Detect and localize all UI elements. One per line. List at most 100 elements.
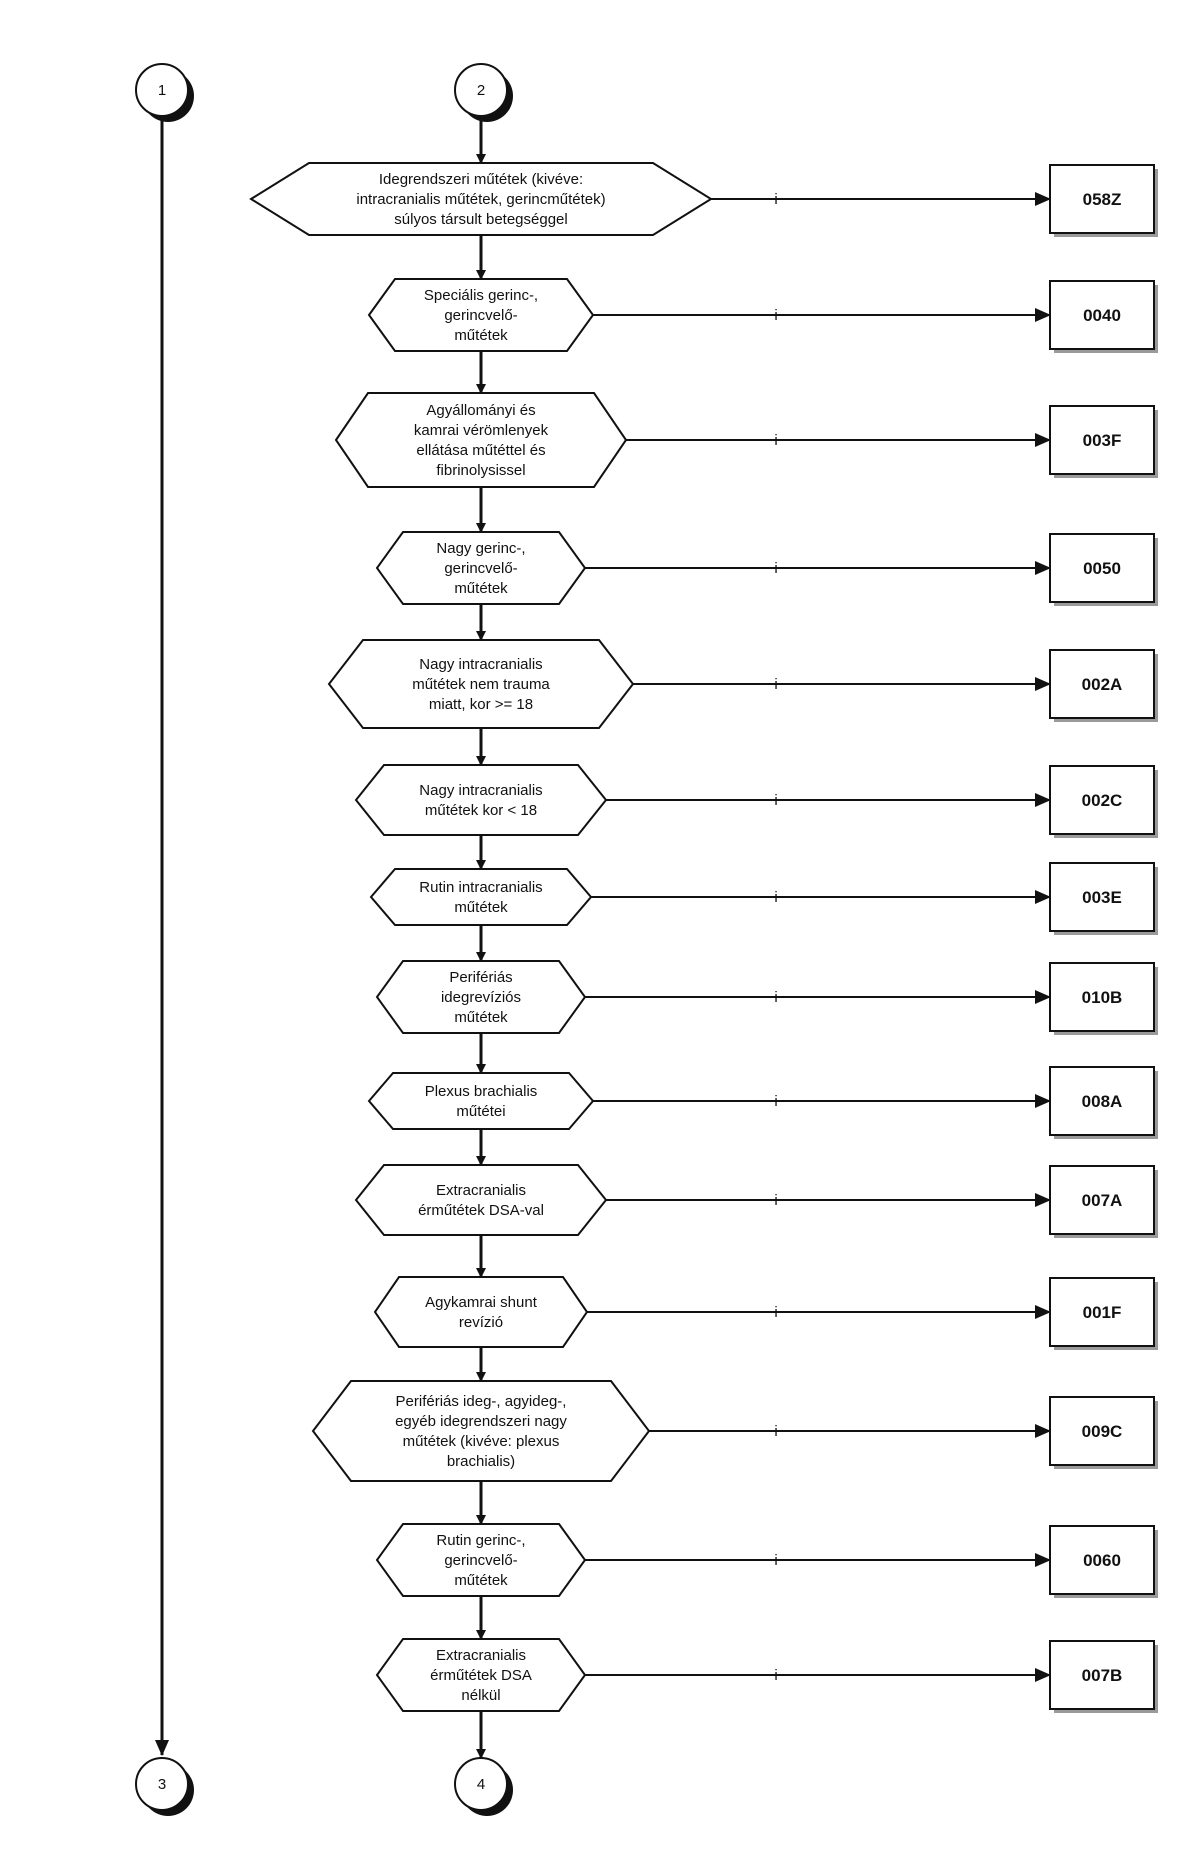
decision-text-line: súlyos társult betegséggel [394,211,567,228]
code-box [1049,164,1155,234]
drg-code: 0040 [1083,306,1121,325]
decision-hexagon [354,764,608,836]
decision-step: Nagy gerinc-, gerincvelő-műtétek i 0050 [375,531,1158,606]
edge-label: i [774,432,777,449]
decision-text-line: revízió [459,1314,503,1331]
decision-text-line: Rutin intracranialis [419,879,542,896]
decision-text-line: műtétek kor < 18 [425,802,537,819]
decision-text-line: Extracranialis [436,1647,526,1664]
decision-text-line: műtétek [454,327,508,344]
decision-text-line: Perifériás ideg-, agyideg-, [396,1393,567,1410]
decision-step: Perifériás ideg-, agyideg-, egyéb idegren… [311,1380,1158,1482]
code-box [1049,1640,1155,1710]
code-box [1049,1066,1155,1136]
decision-text-line: Nagy intracranialis [419,782,542,799]
code-box [1049,1525,1155,1595]
edge-label: i [774,1667,777,1684]
decision-text-line: műtétek (kivéve: plexus [403,1433,560,1450]
decision-step: Plexus brachialis műtétei i 008A [367,1066,1158,1139]
decision-step: Rutin gerinc-, gerincvelő-műtétek i 0060 [375,1523,1158,1598]
edge-label: i [774,1304,777,1321]
edge-label: i [774,1552,777,1569]
decision-text-line: műtétek [454,1572,508,1589]
decision-text-line: Plexus brachialis [425,1083,538,1100]
edge-label: i [774,307,777,324]
decision-step: Extracranialis érműtétek DSA nélkül i 007B [375,1638,1158,1713]
edge-label: i [774,1093,777,1110]
drg-code: 002A [1082,675,1123,694]
code-box [1049,405,1155,475]
drg-code: 007B [1082,1666,1123,1685]
decision-step: Agykamrai shunt revízió i 001F [373,1276,1158,1350]
decision-text-line: érműtétek DSA [430,1667,532,1684]
decision-text-line: Agyállományi és [426,402,535,419]
edge-label: i [774,989,777,1006]
code-box [1049,765,1155,835]
decision-text-line: Agykamrai shunt [425,1294,538,1311]
decision-text-line: ellátása műtéttel és [416,442,545,459]
decision-hexagon [367,1072,595,1130]
drg-code: 007A [1082,1191,1123,1210]
drg-code: 008A [1082,1092,1123,1111]
decision-text-line: kamrai vérömlenyek [414,422,549,439]
decision-text-line: műtétek [454,580,508,597]
decision-text-line: Idegrendszeri műtétek (kivéve: [379,171,583,188]
decision-text-line: Nagy gerinc-, [436,540,525,557]
decision-step: Speciális gerinc-, gerincvelő-műtétek i 004… [367,278,1158,353]
connector-4: 4 [454,1757,513,1816]
decision-text-line: érműtétek DSA-val [418,1202,544,1219]
decision-step: Agyállományi és kamrai vérömlenyek ellátás… [334,392,1158,488]
decision-steps: Idegrendszeri műtétek (kivéve: intracrani… [249,116,1158,1759]
edge-label: i [774,1423,777,1440]
decision-text-line: műtétek [454,899,508,916]
drg-code: 003E [1082,888,1122,907]
connector-3: 3 [135,1757,194,1816]
decision-text-line: gerincvelő- [444,307,517,324]
decision-text-line: Rutin gerinc-, [436,1532,525,1549]
edge-label: i [774,560,777,577]
decision-hexagon [369,868,593,926]
decision-step: Nagy intracranialis műtétek nem trauma mia… [327,639,1158,729]
decision-text-line: gerincvelő- [444,1552,517,1569]
edge-label: i [774,191,777,208]
decision-text-line: Nagy intracranialis [419,656,542,673]
drg-code: 058Z [1083,190,1122,209]
code-box [1049,1396,1155,1466]
decision-text-line: idegrevíziós [441,989,521,1006]
drg-code: 003F [1083,431,1122,450]
code-box [1049,1277,1155,1347]
code-box [1049,1165,1155,1235]
decision-step: Idegrendszeri műtétek (kivéve: intracrani… [249,162,1158,237]
drg-code: 0060 [1083,1551,1121,1570]
code-box [1049,533,1155,603]
decision-text-line: intracranialis műtétek, gerincműtétek) [356,191,605,208]
decision-text-line: műtétek [454,1009,508,1026]
code-box [1049,862,1155,932]
decision-text-line: Extracranialis [436,1182,526,1199]
edge-label: i [774,792,777,809]
decision-hexagon [354,1164,608,1236]
decision-text-line: gerincvelő- [444,560,517,577]
decision-text-line: fibrinolysissel [436,462,525,479]
drg-code: 010B [1082,988,1123,1007]
decision-text-line: műtétek nem trauma [412,676,550,693]
edge-label: i [774,1192,777,1209]
connector-3-label: 3 [158,1776,166,1793]
decision-text-line: egyéb idegrendszeri nagy [395,1413,567,1430]
connector-4-label: 4 [477,1776,485,1793]
decision-text-line: nélkül [461,1687,500,1704]
decision-step: Extracranialis érműtétek DSA-val i 007A [354,1164,1158,1238]
connector-2: 2 [454,63,513,122]
drg-code: 001F [1083,1303,1122,1322]
decision-text-line: Speciális gerinc-, [424,287,538,304]
decision-hexagon [373,1276,589,1348]
connector-2-label: 2 [477,82,485,99]
drg-code: 0050 [1083,559,1121,578]
connector-1-label: 1 [158,82,166,99]
decision-text-line: miatt, kor >= 18 [429,696,533,713]
decision-text-line: műtétei [456,1103,505,1120]
